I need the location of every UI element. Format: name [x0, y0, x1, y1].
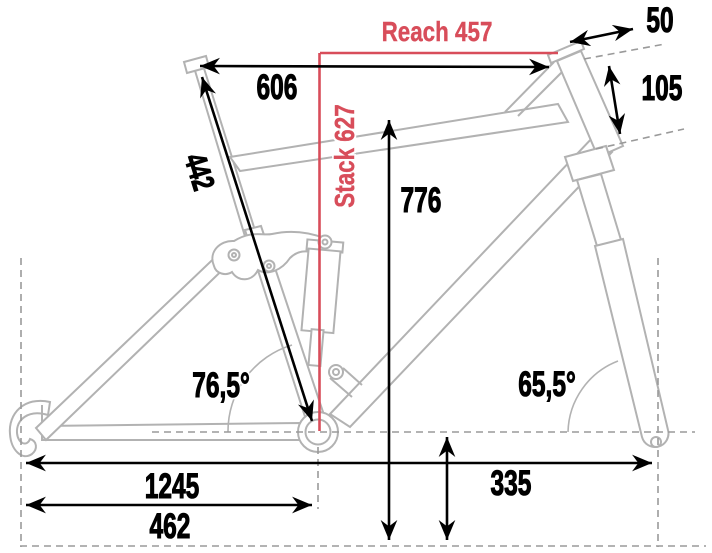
- headtube-top-dash: [583, 43, 666, 60]
- standover-label: 776: [400, 180, 442, 220]
- fork-stanchion: [575, 172, 623, 248]
- head-angle-arc: [567, 360, 619, 433]
- shock-lower-eyelet: [328, 364, 344, 380]
- fork: [563, 144, 670, 448]
- headtube-bottom-dash: [595, 128, 685, 150]
- head-angle-label: 65,5°: [518, 364, 576, 404]
- fork-crown: [563, 144, 616, 183]
- stem-label: 50: [646, 0, 674, 40]
- dimension-arrows: [26, 24, 652, 540]
- arrow-stem: [569, 24, 634, 47]
- arrow-head-tube: [603, 65, 626, 135]
- front-axle: [650, 436, 662, 448]
- construction-lines: [20, 43, 706, 547]
- reach-label: Reach 457: [381, 16, 493, 47]
- reach-stack-lines: [318, 51, 558, 431]
- wheelbase-label: 1245: [144, 466, 200, 506]
- top-tube: [228, 102, 570, 173]
- top-tube-label: 606: [256, 67, 298, 107]
- seat-angle-label: 76,5°: [192, 365, 250, 405]
- bb-height-label: 335: [490, 463, 532, 503]
- head-tube-label: 105: [641, 68, 683, 108]
- arrow-top-tube: [199, 57, 550, 76]
- arrow-seat-tube: [200, 76, 314, 422]
- stack-label: Stack 627: [329, 104, 360, 208]
- seat-stay: [34, 243, 241, 442]
- down-tube: [328, 134, 614, 429]
- rear-center-label: 462: [149, 506, 191, 546]
